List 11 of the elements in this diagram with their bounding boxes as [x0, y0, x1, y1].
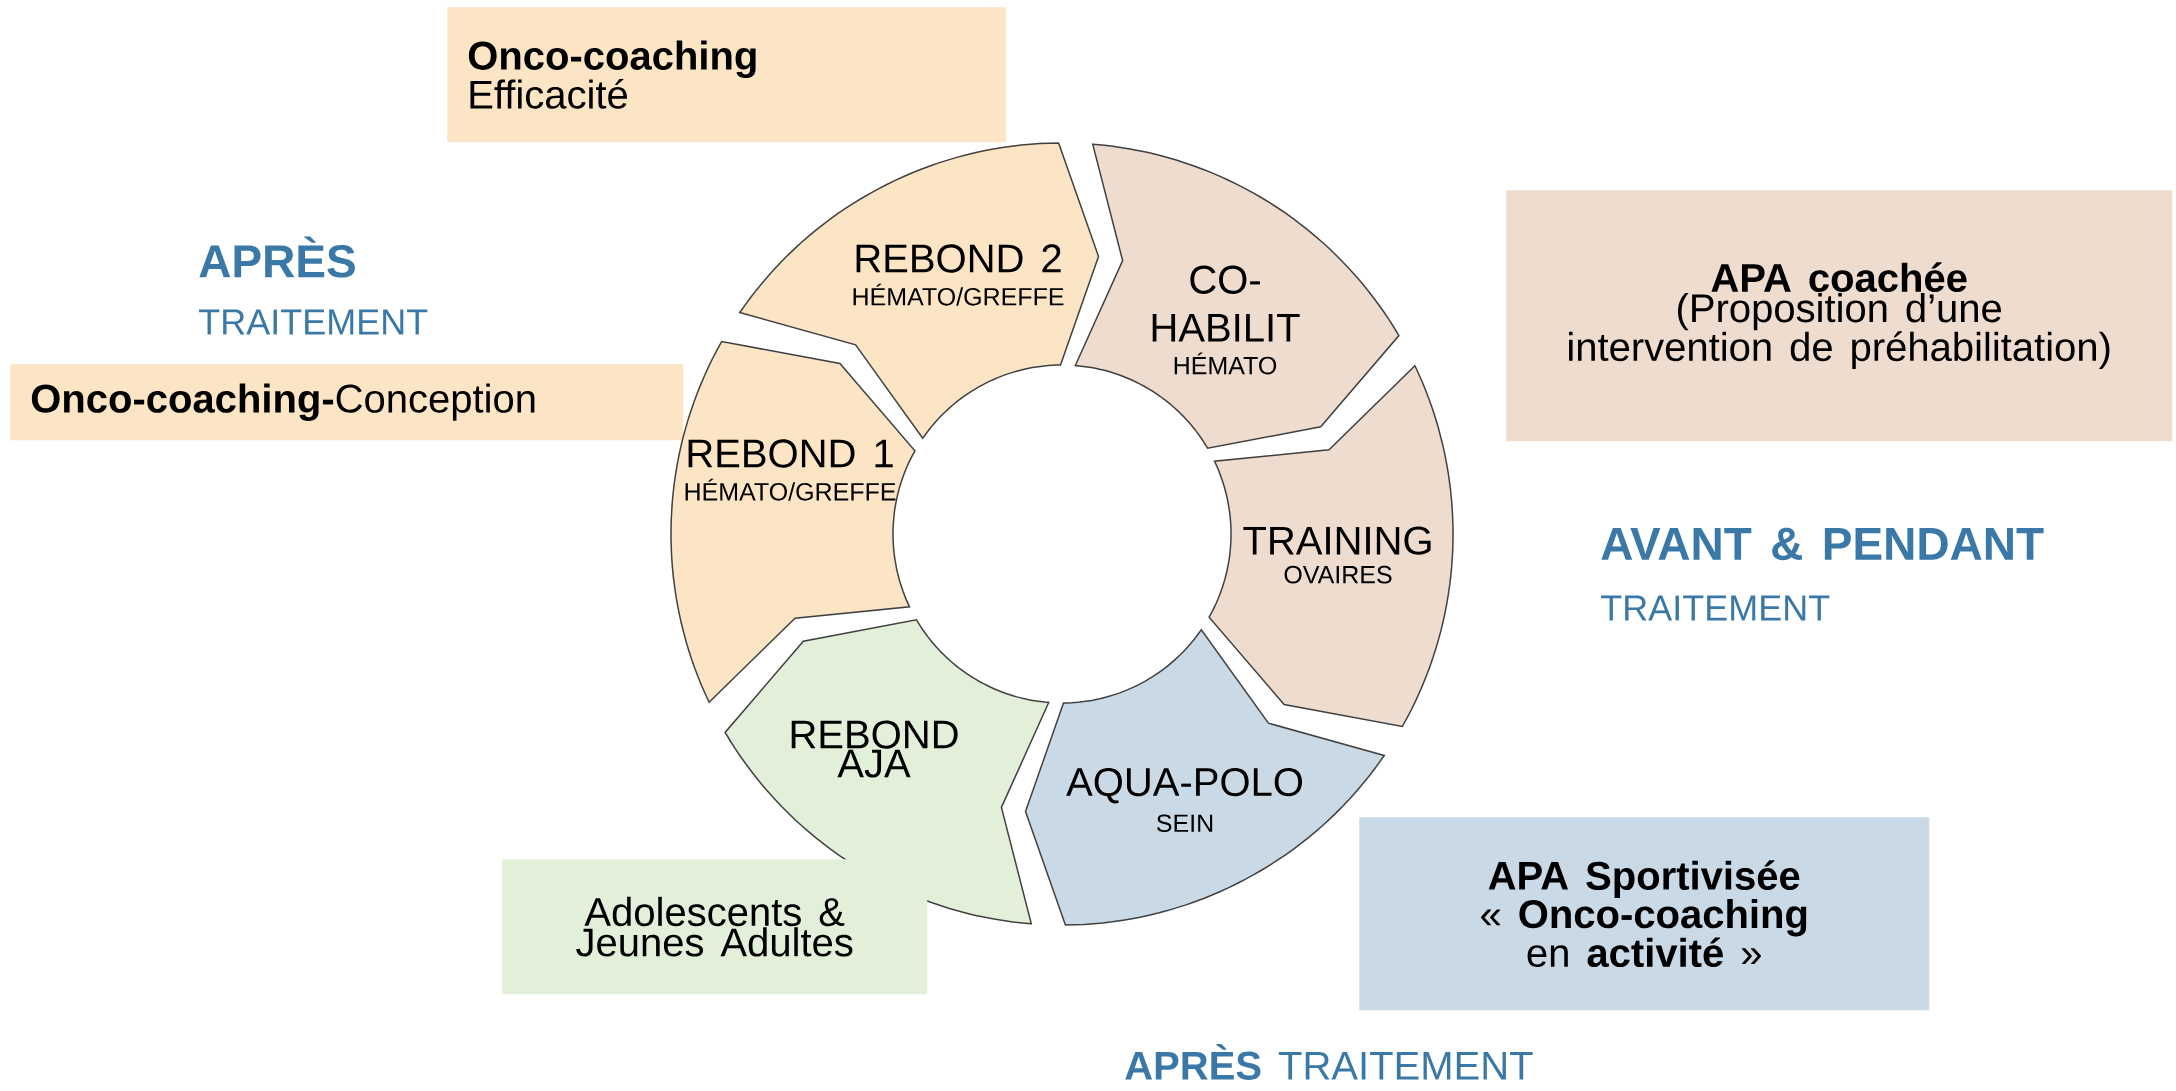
text-box: Adolescents & Jeunes Adultes	[502, 859, 928, 995]
text-box: Onco-coaching-Conception	[10, 364, 684, 441]
text-box: Onco-coaching Efficacité	[447, 7, 1007, 143]
phase-label: TRAITEMENT	[1601, 595, 1830, 621]
phase-label: APRÈS TRAITEMENT	[1125, 1044, 1533, 1080]
phase-label: AVANT & PENDANT	[1601, 527, 2044, 561]
phase-label: APRÈS	[199, 236, 355, 278]
cycle-segment: CO-HABILIT HÉMATO	[1074, 143, 1400, 450]
text-box: APA Sportivisée « Onco-coaching en activité »	[1359, 817, 1930, 1011]
cycle-segment: REBOND 1 HÉMATO/GREFFE	[670, 340, 916, 704]
text-box: APA coachée (Proposition d’une intervention de préhabilitation)	[1506, 190, 2173, 442]
